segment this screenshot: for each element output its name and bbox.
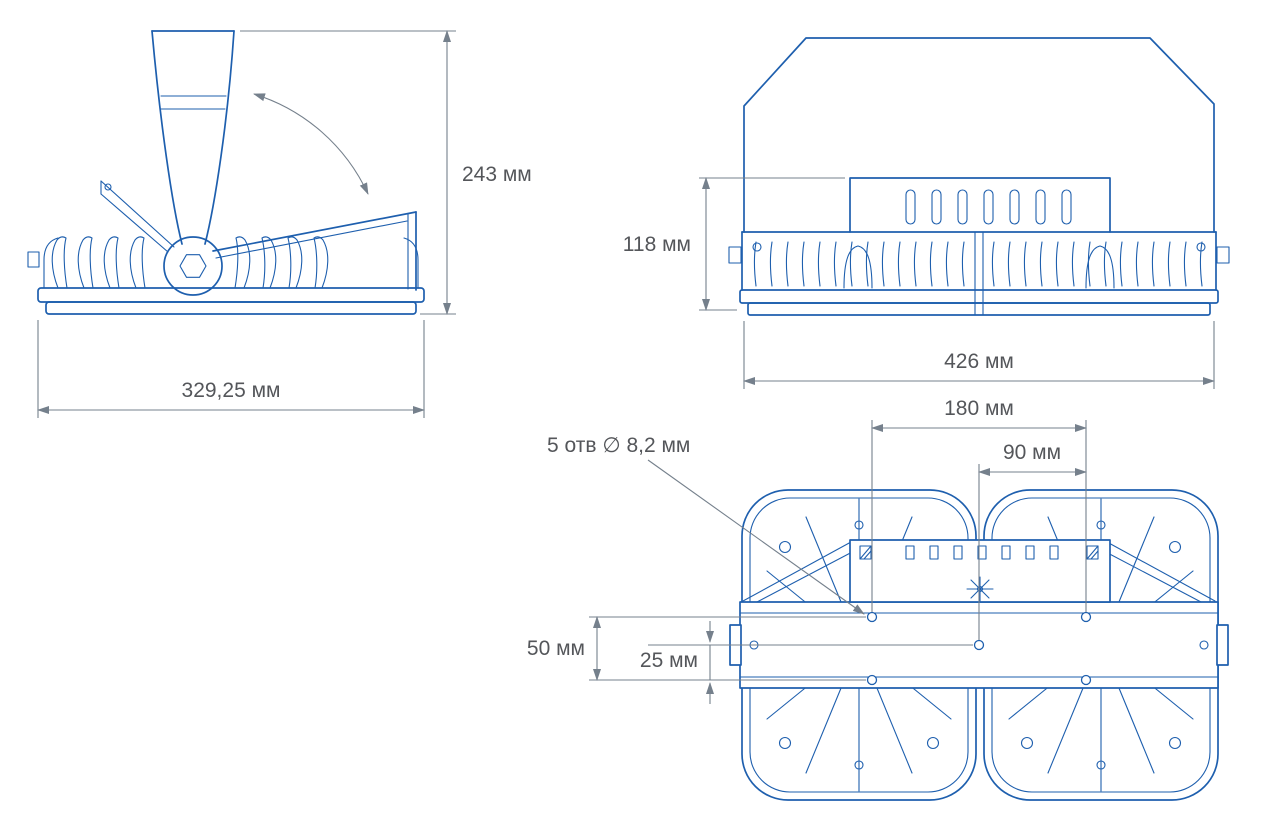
bracket-brace bbox=[742, 541, 852, 602]
pivot-bolt bbox=[179, 254, 207, 278]
label-25: 25 мм bbox=[640, 649, 698, 672]
mounting-holes bbox=[866, 611, 1092, 686]
luminaire-body-front bbox=[728, 231, 1230, 316]
dimension-118 bbox=[699, 177, 845, 311]
dimension-180 bbox=[871, 420, 1087, 612]
mounting-arm bbox=[151, 30, 235, 245]
yoke-bolt-left bbox=[752, 242, 762, 252]
label-50: 50 мм bbox=[527, 637, 585, 660]
mounting-hole bbox=[866, 611, 878, 623]
side-view bbox=[27, 30, 425, 315]
dimension-90 bbox=[978, 464, 1087, 640]
label-90: 90 мм bbox=[1003, 441, 1061, 464]
pivot-joint bbox=[163, 236, 223, 296]
front-mount-tab-left bbox=[728, 246, 742, 264]
dimension-329 bbox=[37, 320, 425, 418]
heatsink-fins-front bbox=[753, 241, 1203, 289]
mounting-hole bbox=[973, 639, 985, 651]
label-243: 243 мм bbox=[462, 163, 532, 186]
luminaire-body-side bbox=[27, 237, 425, 315]
heatsink-fins-side bbox=[51, 236, 329, 289]
side-mount-tab bbox=[27, 251, 40, 268]
mounting-yoke bbox=[743, 37, 1215, 233]
cable-gland-symbol bbox=[966, 576, 994, 602]
side-bracket-plate bbox=[100, 180, 175, 253]
rotation-arc bbox=[253, 93, 369, 195]
front-mount-tab-right bbox=[1216, 246, 1230, 264]
dimension-243 bbox=[240, 30, 456, 315]
driver-box-top bbox=[849, 539, 1111, 603]
label-118: 118 мм bbox=[623, 233, 691, 256]
dimension-50 bbox=[589, 616, 866, 681]
bracket-tab-right bbox=[1216, 624, 1229, 666]
label-holes-callout: 5 отв ∅ 8,2 мм bbox=[547, 434, 690, 457]
bracket-horn bbox=[212, 211, 417, 291]
label-180: 180 мм bbox=[944, 397, 1014, 420]
dimension-426 bbox=[743, 321, 1215, 389]
label-426: 426 мм bbox=[944, 350, 1014, 373]
driver-box-front bbox=[849, 177, 1111, 233]
mounting-hole bbox=[1080, 611, 1092, 623]
dimensions bbox=[37, 30, 1215, 704]
dimension-25 bbox=[648, 621, 973, 704]
dimension-labels: 243 мм 329,25 мм 118 мм 426 мм 180 мм 90… bbox=[182, 163, 1062, 672]
holes-callout-leader bbox=[647, 459, 865, 615]
mounting-hole bbox=[1080, 674, 1092, 686]
mounting-hole bbox=[866, 674, 878, 686]
front-view bbox=[728, 37, 1230, 316]
label-329: 329,25 мм bbox=[182, 379, 281, 402]
